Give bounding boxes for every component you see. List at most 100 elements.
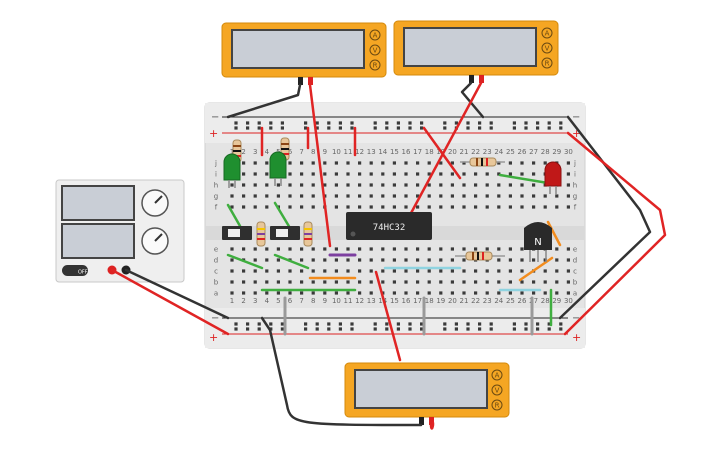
breadboard-hole[interactable] [257,126,261,130]
breadboard-hole[interactable] [392,258,396,262]
breadboard-hole[interactable] [404,183,408,187]
breadboard-hole[interactable] [334,183,338,187]
breadboard-hole[interactable] [474,194,478,198]
breadboard-hole[interactable] [543,161,547,165]
breadboard-hole[interactable] [485,280,489,284]
breadboard-hole[interactable] [559,327,563,331]
breadboard-hole[interactable] [265,258,269,262]
breadboard-hole[interactable] [547,322,551,326]
breadboard-hole[interactable] [404,205,408,209]
breadboard-hole[interactable] [300,205,304,209]
breadboard-hole[interactable] [462,269,466,273]
breadboard-hole[interactable] [230,247,234,251]
breadboard-hole[interactable] [288,194,292,198]
breadboard-hole[interactable] [392,247,396,251]
breadboard-hole[interactable] [439,205,443,209]
breadboard-hole[interactable] [373,121,377,125]
breadboard-hole[interactable] [439,280,443,284]
breadboard-hole[interactable] [346,269,350,273]
breadboard-hole[interactable] [242,269,246,273]
breadboard-hole[interactable] [253,258,257,262]
wire-green[interactable] [273,253,310,270]
breadboard-hole[interactable] [427,280,431,284]
breadboard-hole[interactable] [450,269,454,273]
breadboard-hole[interactable] [427,247,431,251]
breadboard-hole[interactable] [300,280,304,284]
breadboard-hole[interactable] [439,183,443,187]
breadboard-hole[interactable] [532,205,536,209]
breadboard-hole[interactable] [300,183,304,187]
wire-red[interactable] [308,83,332,248]
breadboard-hole[interactable] [462,194,466,198]
breadboard-hole[interactable] [346,194,350,198]
breadboard-hole[interactable] [253,161,257,165]
breadboard-hole[interactable] [404,194,408,198]
breadboard-hole[interactable] [420,121,424,125]
breadboard-hole[interactable] [454,322,458,326]
mode-v-button[interactable] [369,44,381,56]
breadboard-hole[interactable] [358,247,362,251]
breadboard-hole[interactable] [230,291,234,295]
breadboard-hole[interactable] [524,322,528,326]
breadboard-hole[interactable] [547,126,551,130]
breadboard-hole[interactable] [246,121,250,125]
breadboard-hole[interactable] [315,126,319,130]
breadboard-hole[interactable] [485,172,489,176]
breadboard-hole[interactable] [381,172,385,176]
breadboard-hole[interactable] [280,322,284,326]
breadboard-hole[interactable] [404,291,408,295]
breadboard-hole[interactable] [311,258,315,262]
breadboard-hole[interactable] [338,121,342,125]
breadboard-hole[interactable] [288,291,292,295]
breadboard-hole[interactable] [392,280,396,284]
breadboard-hole[interactable] [300,194,304,198]
wire-green[interactable] [226,253,264,270]
breadboard-hole[interactable] [559,322,563,326]
breadboard-hole[interactable] [358,269,362,273]
breadboard-hole[interactable] [234,126,238,130]
breadboard-hole[interactable] [253,183,257,187]
breadboard-hole[interactable] [520,291,524,295]
breadboard-hole[interactable] [408,126,412,130]
breadboard-hole[interactable] [280,327,284,331]
breadboard-hole[interactable] [265,247,269,251]
mode-v-button[interactable] [491,384,503,396]
breadboard-hole[interactable] [334,194,338,198]
breadboard-hole[interactable] [427,269,431,273]
breadboard-hole[interactable] [323,258,327,262]
breadboard-hole[interactable] [462,291,466,295]
breadboard-hole[interactable] [334,247,338,251]
breadboard-hole[interactable] [404,280,408,284]
slide-switch[interactable] [222,226,252,240]
breadboard-hole[interactable] [304,322,308,326]
breadboard-hole[interactable] [474,291,478,295]
breadboard-hole[interactable] [323,291,327,295]
breadboard-hole[interactable] [404,172,408,176]
breadboard-hole[interactable] [497,269,501,273]
breadboard-hole[interactable] [346,205,350,209]
power-switch[interactable] [62,265,88,276]
breadboard-hole[interactable] [443,121,447,125]
breadboard-hole[interactable] [450,247,454,251]
breadboard-hole[interactable] [373,327,377,331]
breadboard-hole[interactable] [508,269,512,273]
breadboard-hole[interactable] [450,205,454,209]
breadboard-hole[interactable] [555,269,559,273]
breadboard-hole[interactable] [420,322,424,326]
breadboard-hole[interactable] [520,247,524,251]
led-red[interactable] [544,161,562,194]
breadboard-hole[interactable] [392,161,396,165]
slide-switch[interactable] [270,226,300,240]
breadboard-hole[interactable] [427,291,431,295]
breadboard-hole[interactable] [524,121,528,125]
breadboard-hole[interactable] [566,247,570,251]
breadboard-hole[interactable] [462,258,466,262]
breadboard-hole[interactable] [265,291,269,295]
breadboard-hole[interactable] [416,247,420,251]
breadboard-hole[interactable] [242,183,246,187]
breadboard-hole[interactable] [497,205,501,209]
breadboard-hole[interactable] [288,161,292,165]
breadboard-hole[interactable] [497,291,501,295]
breadboard-hole[interactable] [478,121,482,125]
breadboard-hole[interactable] [300,258,304,262]
